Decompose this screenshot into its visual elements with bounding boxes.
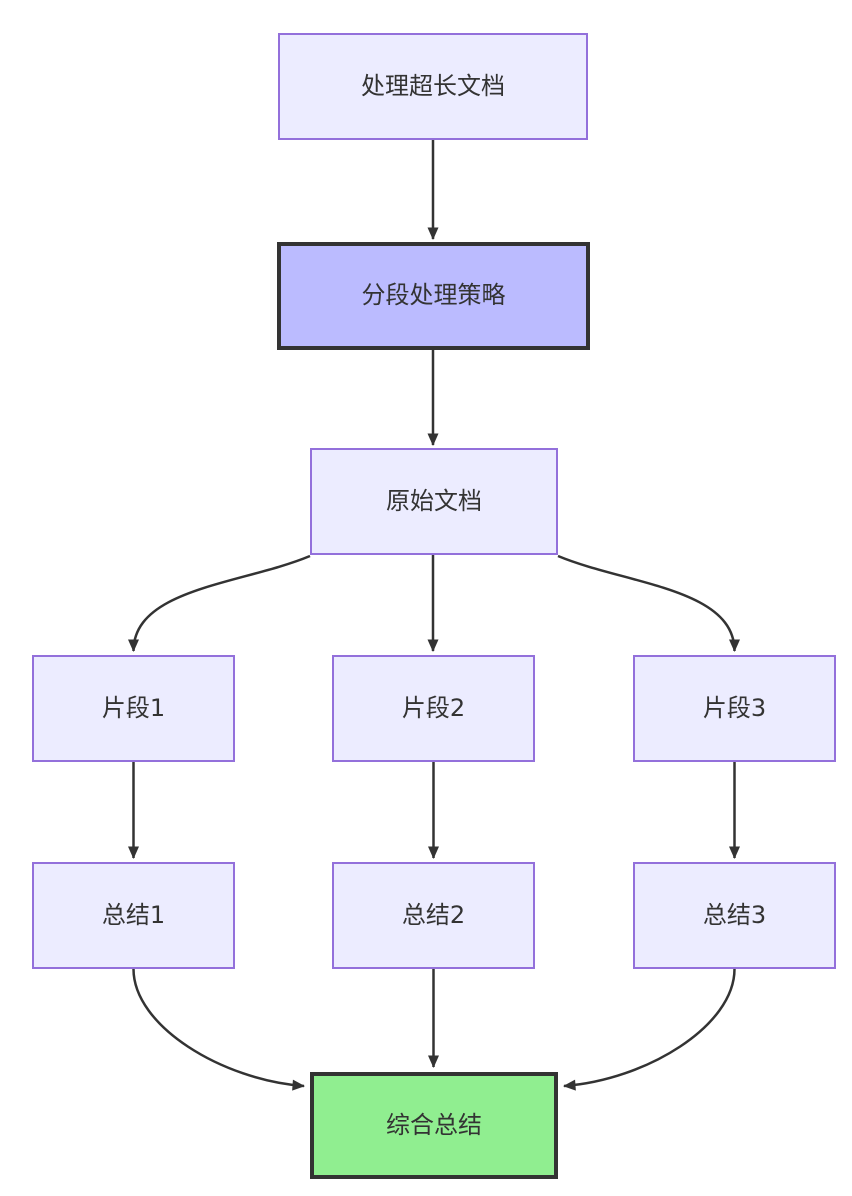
node-strategy: 分段处理策略	[277, 242, 590, 350]
node-summary3: 总结3	[633, 862, 836, 969]
edge-summary1-to-final-summary	[132, 968, 305, 1091]
node-process-doc-label: 处理超长文档	[361, 71, 505, 100]
edge-original-doc-to-fragment1	[128, 554, 311, 652]
node-fragment3: 片段3	[633, 655, 836, 762]
node-fragment3-label: 片段3	[702, 693, 767, 722]
node-summary2: 总结2	[332, 862, 535, 969]
node-original-doc: 原始文档	[310, 448, 558, 555]
node-fragment2: 片段2	[332, 655, 535, 762]
node-fragment1-label: 片段1	[101, 693, 166, 722]
node-final-summary-label: 综合总结	[386, 1110, 482, 1139]
edge-summary3-to-final-summary	[563, 968, 736, 1091]
node-summary1-label: 总结1	[101, 900, 166, 929]
node-fragment2-label: 片段2	[401, 693, 466, 722]
node-strategy-label: 分段处理策略	[361, 281, 506, 310]
node-original-doc-label: 原始文档	[386, 486, 482, 515]
node-summary2-label: 总结2	[401, 900, 466, 929]
node-summary3-label: 总结3	[702, 900, 767, 929]
node-final-summary: 综合总结	[310, 1072, 558, 1179]
node-summary1: 总结1	[32, 862, 235, 969]
edge-original-doc-to-fragment3	[557, 554, 740, 652]
node-process-doc: 处理超长文档	[278, 33, 588, 140]
node-fragment1: 片段1	[32, 655, 235, 762]
